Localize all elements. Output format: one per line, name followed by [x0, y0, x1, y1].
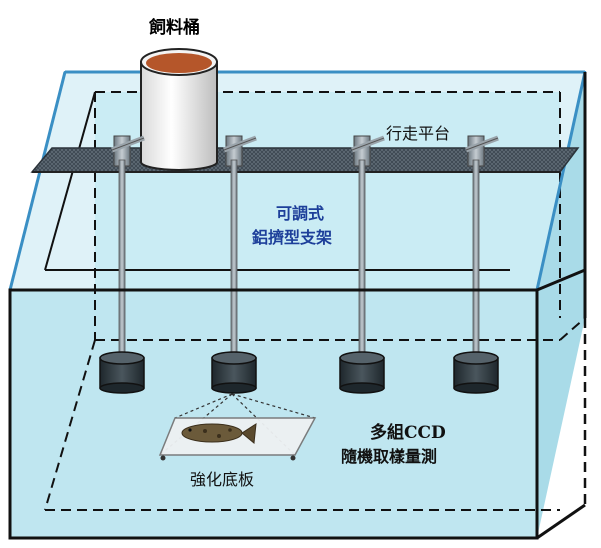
tank-water-front	[10, 290, 537, 538]
adjustable-bracket-3	[351, 135, 385, 361]
ccd-camera-3	[339, 351, 385, 394]
camera-rig	[99, 135, 499, 394]
bracket-label-line2: 鋁擠型支架	[252, 228, 333, 247]
aluminum-pole	[358, 159, 366, 361]
bracket-label-line1: 可調式	[276, 204, 325, 223]
aluminum-pole	[230, 159, 238, 361]
base-plate-label: 強化底板	[190, 470, 255, 489]
ccd-camera-1	[99, 351, 145, 394]
ccd-label-line2: 隨機取樣量測	[341, 447, 438, 466]
ccd-camera-4	[453, 351, 499, 394]
tank-back-dashed-edges	[44, 91, 586, 511]
fish	[181, 423, 257, 444]
tank-front-frame	[8, 72, 587, 540]
aluminum-pole	[118, 159, 126, 361]
walkway-label: 行走平台	[386, 124, 451, 143]
ccd-camera-2	[211, 351, 257, 394]
aluminum-pole	[472, 159, 480, 361]
feed-bucket	[140, 48, 218, 171]
ccd-label-line1: 多組CCD	[370, 423, 446, 443]
reinforced-base-plate	[158, 393, 317, 461]
feed-pellets	[146, 53, 212, 73]
feed-bucket-label: 飼料桶	[149, 18, 200, 38]
